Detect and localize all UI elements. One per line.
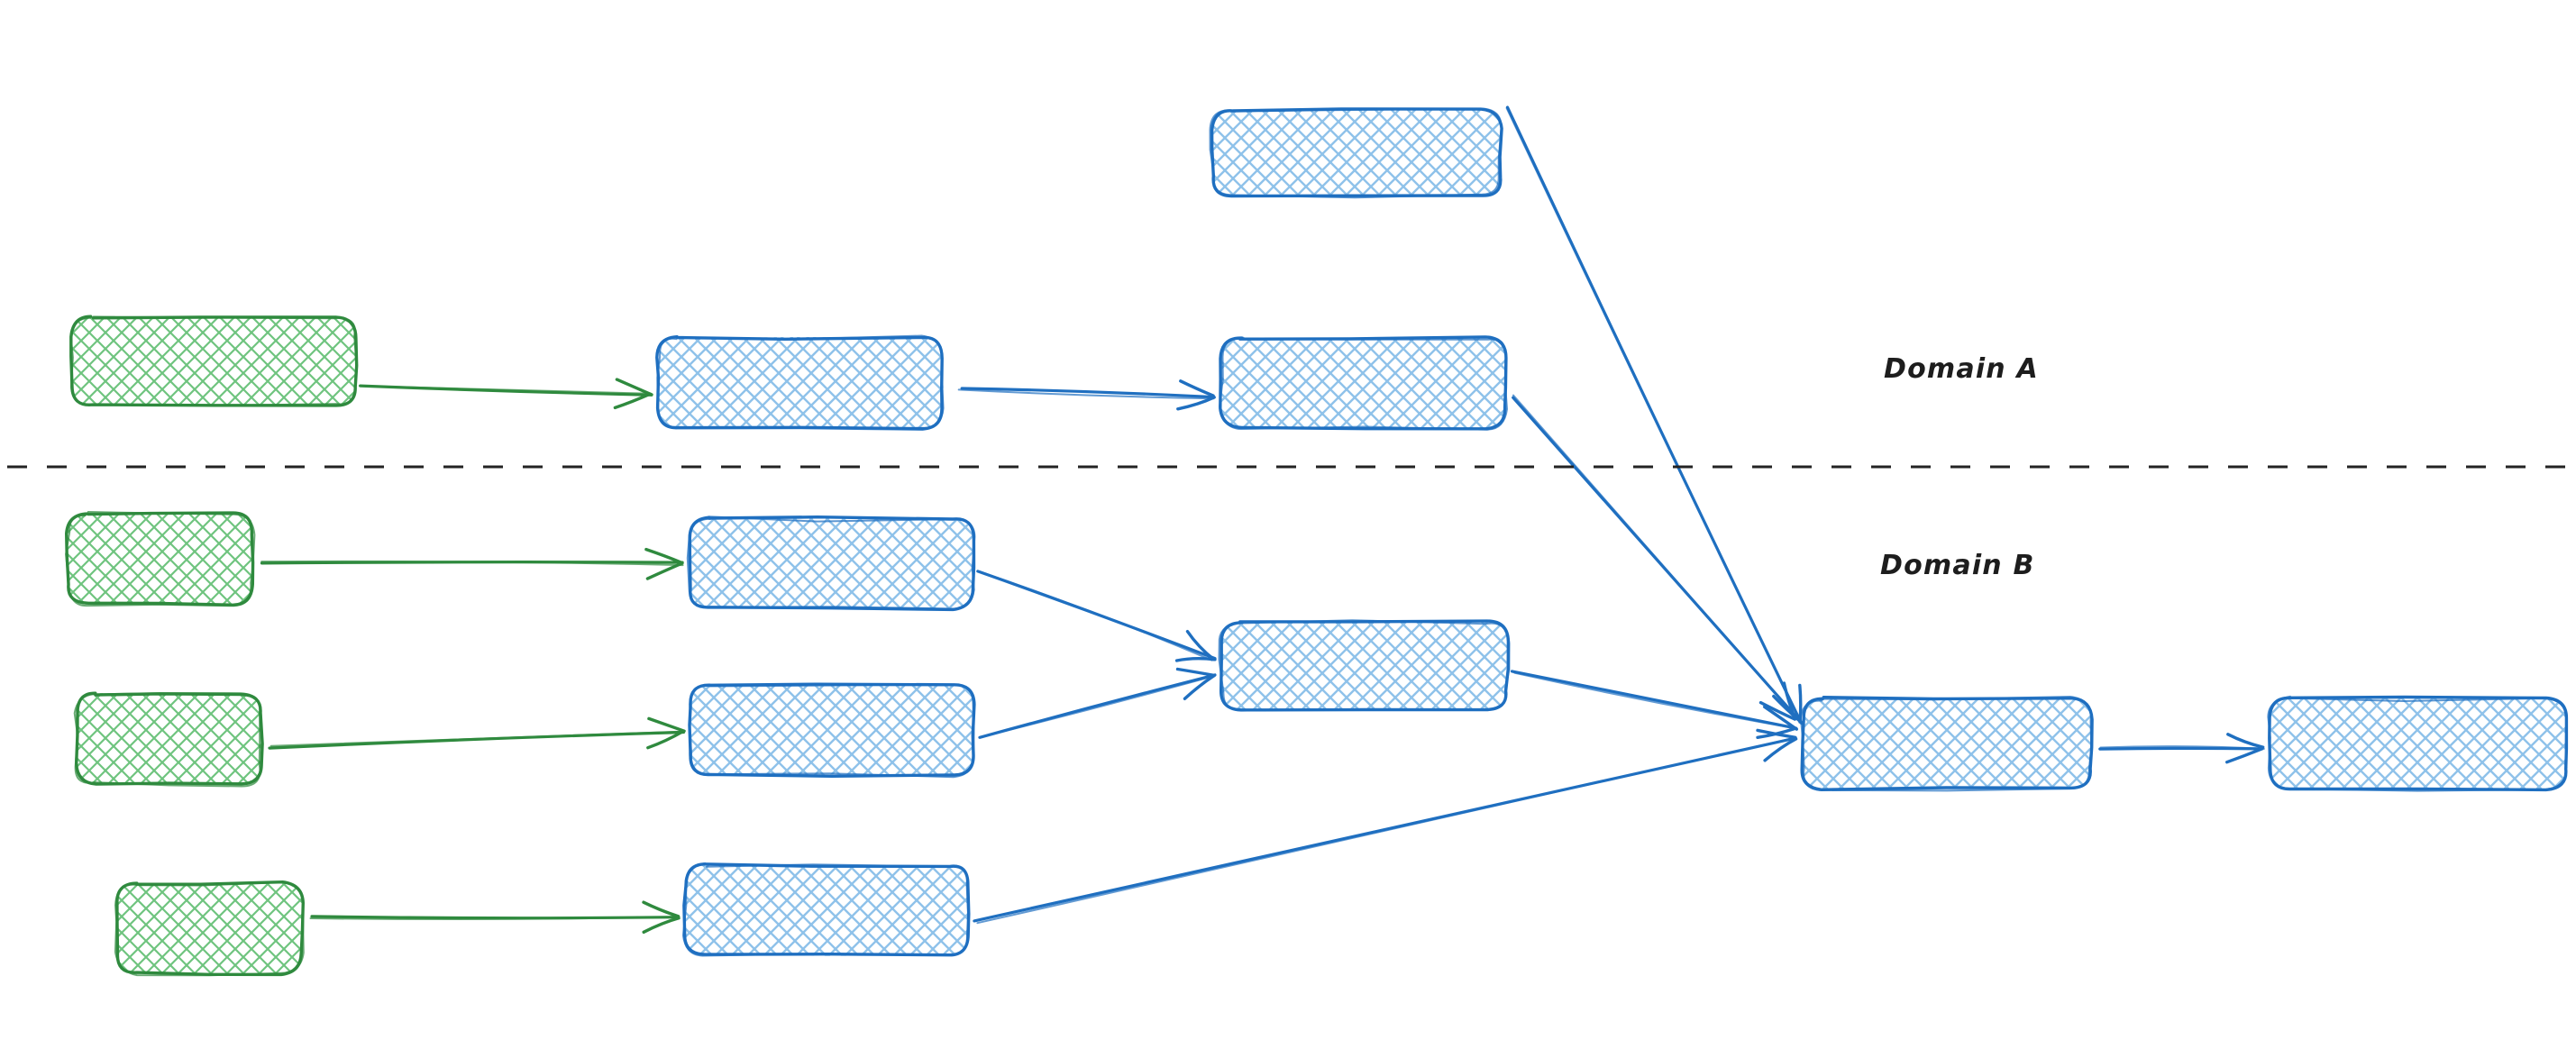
node-b8[interactable] xyxy=(2267,695,2569,792)
edge-shaft xyxy=(359,385,651,395)
edge-arrowhead xyxy=(615,378,653,397)
edge-shaft xyxy=(960,387,1215,399)
edge-e12 xyxy=(2098,733,2265,764)
edge-e4 xyxy=(1512,394,1799,721)
edge-arrowhead xyxy=(1763,705,1798,731)
edge-arrowhead xyxy=(1176,396,1216,411)
node-b2[interactable] xyxy=(1219,335,1508,431)
node-outline xyxy=(114,881,305,977)
edge-arrowhead xyxy=(642,917,681,934)
node-fill xyxy=(1220,621,1508,711)
edge-arrowhead xyxy=(1756,728,1797,739)
edge-shaft xyxy=(978,570,1213,661)
edge-shaft xyxy=(976,570,1217,661)
edge-shaft xyxy=(978,675,1214,739)
edge-arrowhead xyxy=(1175,667,1216,678)
node-outline xyxy=(1210,107,1503,198)
edge-e10 xyxy=(1510,670,1798,739)
edge-arrowhead xyxy=(1763,737,1798,762)
edge-arrowhead xyxy=(1174,657,1217,662)
node-b6[interactable] xyxy=(1218,619,1511,712)
edge-e1 xyxy=(359,378,653,410)
edge-arrowhead xyxy=(1782,681,1797,721)
node-outline xyxy=(73,692,261,788)
edge-arrowhead xyxy=(1183,673,1216,700)
edge-arrowhead xyxy=(1185,630,1216,661)
node-outline xyxy=(65,511,256,607)
node-outline xyxy=(681,862,969,957)
node-b4[interactable] xyxy=(688,682,976,779)
edge-e8 xyxy=(976,570,1217,662)
node-fill xyxy=(1211,109,1502,197)
node-outline xyxy=(1799,696,2093,792)
edge-e2 xyxy=(957,379,1216,411)
node-outline xyxy=(689,683,975,779)
node-outline xyxy=(69,315,358,407)
node-fill xyxy=(72,315,357,406)
node-fill xyxy=(76,693,262,785)
edge-arrowhead xyxy=(645,561,684,580)
edge-e11 xyxy=(973,728,1798,925)
node-fill xyxy=(1221,337,1507,429)
node-g1[interactable] xyxy=(69,315,359,407)
node-fill xyxy=(684,865,970,956)
node-g2[interactable] xyxy=(65,511,256,607)
edge-arrowhead xyxy=(1758,700,1797,721)
edge-shaft xyxy=(1505,106,1802,723)
edge-shaft xyxy=(268,730,686,750)
node-b5[interactable] xyxy=(681,862,971,957)
node-b0[interactable] xyxy=(1209,107,1503,199)
node-b7[interactable] xyxy=(1799,696,2094,792)
edge-arrowhead xyxy=(642,900,681,918)
node-g4[interactable] xyxy=(114,880,305,977)
edge-shaft xyxy=(1510,670,1798,730)
edge-shaft xyxy=(309,916,681,921)
edge-shaft xyxy=(1512,394,1798,719)
edge-arrowhead xyxy=(2226,733,2265,749)
domain-b-label: Domain B xyxy=(1880,550,2035,581)
edge-shaft xyxy=(1513,671,1796,730)
edge-e3 xyxy=(1505,105,1804,725)
edge-shaft xyxy=(957,388,1215,400)
edge-arrowhead xyxy=(646,729,685,750)
edge-arrowhead xyxy=(2225,747,2264,764)
domain-a-label: Domain A xyxy=(1884,353,2039,385)
node-fill xyxy=(67,513,253,605)
node-g3[interactable] xyxy=(73,691,264,788)
node-fill xyxy=(116,882,303,974)
node-fill xyxy=(689,684,973,775)
edge-shaft xyxy=(976,736,1797,925)
edge-arrowhead xyxy=(644,547,683,564)
node-fill xyxy=(2269,698,2568,789)
node-fill xyxy=(1802,698,2092,789)
edge-shaft xyxy=(260,560,684,567)
edge-e5 xyxy=(260,547,684,580)
node-fill xyxy=(689,517,974,608)
node-outline xyxy=(656,334,945,431)
edge-e6 xyxy=(268,716,686,750)
node-outline xyxy=(2267,695,2568,792)
edge-arrowhead xyxy=(613,392,652,410)
edge-shaft xyxy=(269,730,682,747)
edge-shaft xyxy=(2099,745,2265,750)
node-b1[interactable] xyxy=(655,334,945,431)
edge-e7 xyxy=(309,900,681,934)
node-outline xyxy=(1218,619,1511,712)
edge-arrowhead xyxy=(647,716,686,733)
node-outline xyxy=(1219,336,1508,431)
edge-e9 xyxy=(978,667,1217,739)
node-outline xyxy=(686,515,976,610)
node-outline xyxy=(1209,107,1503,199)
node-b3[interactable] xyxy=(686,515,976,612)
edges-layer xyxy=(260,105,2265,934)
node-fill xyxy=(657,337,944,429)
nodes-layer xyxy=(65,107,2569,977)
edge-arrowhead xyxy=(1179,379,1215,397)
